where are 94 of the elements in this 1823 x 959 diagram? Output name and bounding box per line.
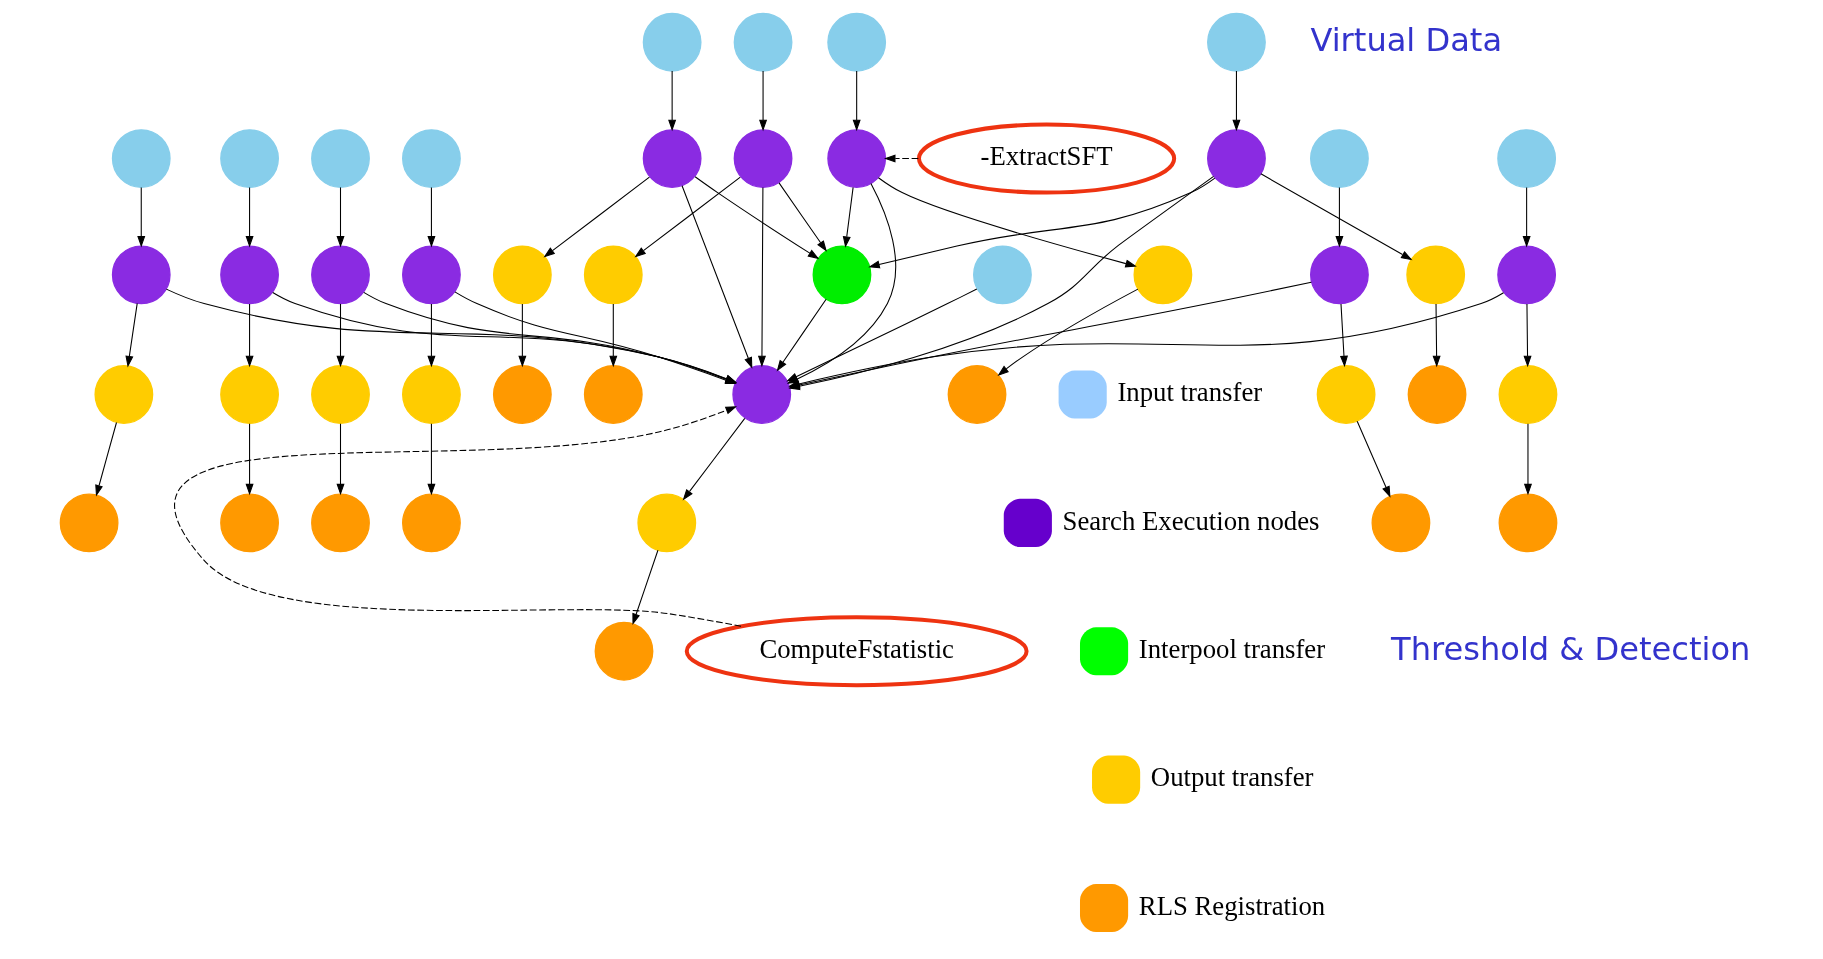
node-circle (1316, 365, 1376, 424)
arrow (1232, 70, 1241, 132)
node-circle (311, 129, 370, 188)
node-circle (94, 365, 154, 424)
node-circle (402, 245, 461, 305)
node-circle (1310, 245, 1369, 305)
arrow (632, 549, 659, 626)
arrow (778, 182, 827, 252)
label: Virtual Data (1310, 20, 1503, 59)
label: Threshold & Detection (1391, 629, 1751, 668)
arrow (518, 303, 527, 368)
arrow (245, 186, 254, 248)
node-circle (1207, 12, 1266, 72)
arrow (1335, 186, 1344, 248)
node-circle (642, 129, 702, 188)
arrow (776, 298, 827, 372)
legend-label: Search Execution nodes (1062, 505, 1320, 536)
node-circle (733, 12, 793, 72)
arrow (1432, 303, 1441, 368)
node-ellipse: -ExtractSFT (916, 122, 1177, 195)
node-circle (402, 129, 461, 188)
node-circle (59, 493, 119, 553)
arrow (543, 176, 650, 258)
arrow (759, 70, 768, 132)
legend-label: RLS Registration (1138, 890, 1326, 921)
node-circle (973, 245, 1032, 305)
arrow (174, 406, 742, 627)
node-circle (402, 493, 461, 553)
node-circle (1310, 129, 1369, 188)
arrow (852, 70, 861, 132)
arrow (336, 186, 345, 248)
arrow (95, 421, 118, 497)
node-circle (492, 365, 552, 424)
arrow (877, 177, 1137, 268)
node-circle (311, 365, 370, 424)
node-circle (1498, 493, 1558, 553)
arrow (427, 423, 436, 496)
node-circle (1498, 365, 1558, 424)
node-circle (827, 12, 887, 72)
arrow (427, 186, 436, 248)
node-circle (492, 245, 552, 305)
node-circle (311, 493, 370, 553)
arrow (427, 303, 436, 368)
node-circle (812, 245, 872, 305)
node-circle (637, 493, 697, 553)
node-circle (1371, 493, 1431, 553)
node-circle (642, 12, 702, 72)
arrow (997, 288, 1139, 376)
node-circle (311, 245, 370, 305)
node-circle (1497, 245, 1557, 305)
node-circle (732, 365, 792, 424)
arrow (245, 303, 254, 368)
node-circle (220, 365, 279, 424)
node-circle (220, 129, 279, 188)
arrow (842, 186, 854, 248)
node-circle (1497, 129, 1557, 188)
node-circle (583, 365, 643, 424)
arrow (681, 185, 753, 369)
node-ellipse: ComputeFstatistic (684, 615, 1029, 688)
node-circle (402, 365, 461, 424)
arrow (1356, 420, 1391, 498)
legend-label: Interpool transfer (1138, 633, 1326, 664)
legend-label: Input transfer (1117, 377, 1263, 408)
node-circle (1406, 245, 1466, 305)
arrow (1523, 303, 1532, 368)
node-circle (220, 493, 279, 553)
arrow (1339, 303, 1348, 368)
arrow (609, 303, 618, 368)
arrow (1260, 173, 1413, 261)
arrow (336, 303, 345, 368)
node-circle (583, 245, 643, 305)
arrow (1522, 186, 1531, 248)
arrow (668, 70, 677, 132)
arrow (1523, 423, 1532, 496)
arrow (634, 176, 741, 258)
node-circle (1407, 365, 1467, 424)
node-circle (827, 129, 887, 188)
arrow (682, 417, 746, 501)
arrow (757, 187, 766, 368)
arrow (245, 423, 254, 496)
node-circle (220, 245, 279, 305)
arrow (125, 302, 138, 368)
arrow (884, 154, 919, 163)
arrow (694, 176, 820, 260)
arrow (868, 177, 1216, 269)
node-circle (1133, 245, 1193, 305)
node-circle (111, 245, 171, 305)
node-circle (594, 621, 654, 681)
node-circle (111, 129, 171, 188)
arrow (137, 186, 146, 248)
legend-label: Output transfer (1150, 762, 1314, 793)
arrow (336, 423, 345, 496)
node-circle (733, 129, 793, 188)
node-circle (1207, 129, 1266, 188)
